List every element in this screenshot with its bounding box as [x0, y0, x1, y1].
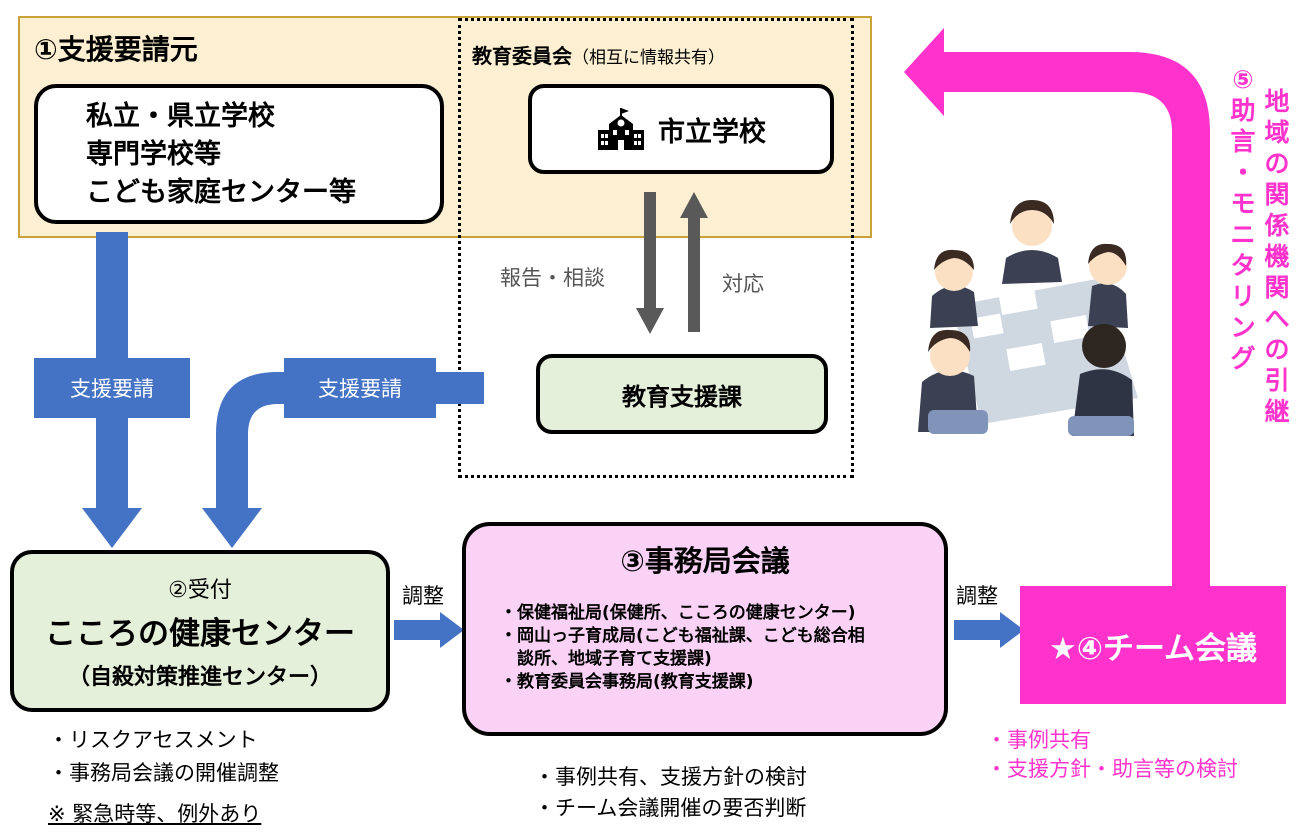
secretariat-member-1: ・保健福祉局(保健所、こころの健康センター) [500, 603, 856, 623]
board-title-text: 教育委員会 [472, 44, 572, 68]
handover-char: 機 [1264, 242, 1290, 271]
request-label-right: 支援要請 [284, 358, 436, 418]
exception-note: ※ 緊急時等、例外あり [48, 802, 262, 826]
secretariat-member-2-cont: 談所、地域子育て支援課) [517, 649, 712, 669]
reception-note-1: ・リスクアセスメント [48, 728, 258, 752]
handover-text-right: 地 域 の 関 係 機 関 へ の 引 継 [1262, 86, 1292, 427]
report-response-arrows [636, 192, 708, 334]
handover-char: の [1264, 149, 1290, 178]
board-of-education-title: 教育委員会（相互に情報共有） [472, 40, 725, 69]
handover-char: グ [1230, 344, 1256, 373]
handover-char: ニ [1230, 220, 1256, 249]
requester-box: 私立・県立学校 専門学校等 こども家庭センター等 [34, 84, 444, 224]
requester-line-2: 専門学校等 [86, 139, 221, 170]
team-note-1: ・事例共有 [986, 728, 1091, 752]
request-arrow-left-head [82, 508, 142, 548]
team-meeting-box: ★④チーム会議 [1020, 586, 1286, 704]
handover-char: 関 [1264, 180, 1290, 209]
reception-box: ②受付 こころの健康センター （自殺対策推進センター） [10, 550, 390, 712]
request-arrows [82, 232, 484, 548]
board-note: （相互に情報共有） [572, 48, 725, 68]
handover-char: の [1264, 335, 1290, 364]
handover-char: リ [1230, 282, 1256, 311]
secretariat-note-1: ・事例共有、支援方針の検討 [534, 765, 807, 789]
response-label: 対応 [722, 272, 764, 296]
coordinate-arrow-right [954, 612, 1024, 648]
requester-line-1: 私立・県立学校 [86, 101, 275, 132]
city-school-label: 市立学校 [658, 116, 766, 148]
handover-char: 助 [1230, 96, 1256, 125]
handover-char: 関 [1264, 273, 1290, 302]
handover-char: ・ [1230, 158, 1256, 187]
reception-center-alias: （自殺対策推進センター） [67, 665, 332, 690]
report-label: 報告・相談 [500, 266, 605, 290]
secretariat-note-2: ・チーム会議開催の要否判断 [534, 796, 807, 820]
school-icon [598, 108, 644, 150]
report-arrow [636, 192, 664, 334]
request-label-left: 支援要請 [34, 358, 190, 418]
secretariat-meeting-box: ③事務局会議 ・保健福祉局(保健所、こころの健康センター) ・岡山っ子育成局(こ… [462, 522, 948, 736]
handover-char: 係 [1264, 211, 1290, 240]
reception-step: ②受付 [168, 578, 232, 603]
coordinate-label-left: 調整 [402, 584, 444, 608]
handover-char: 言 [1230, 127, 1256, 156]
handover-arrow [904, 28, 1210, 586]
handover-char: 地 [1264, 87, 1290, 116]
secretariat-title: ③事務局会議 [620, 544, 790, 578]
handover-char: へ [1264, 304, 1290, 333]
reception-note-2: ・事務局会議の開催調整 [48, 761, 279, 785]
reception-center-name: こころの健康センター [45, 616, 355, 652]
secretariat-members: ・保健福祉局(保健所、こころの健康センター) ・岡山っ子育成局(こども福祉課、こ… [500, 602, 865, 694]
handover-char: タ [1230, 251, 1256, 280]
requester-line-3: こども家庭センター等 [86, 177, 356, 208]
handover-text-left: ⑤ 助 言 ・ モ ニ タ リ ン グ [1228, 64, 1258, 374]
secretariat-member-2: ・岡山っ子育成局(こども福祉課、こども総合相 [500, 626, 865, 646]
handover-char: モ [1230, 189, 1256, 218]
coordinate-label-right: 調整 [956, 584, 998, 608]
response-arrow [680, 192, 708, 332]
handover-char: 引 [1264, 366, 1290, 395]
city-school-box: 市立学校 [528, 84, 834, 174]
meeting-illustration [918, 200, 1138, 436]
team-note-2: ・支援方針・助言等の検討 [986, 757, 1238, 781]
board-of-education-region [458, 18, 854, 478]
handover-char: ン [1230, 313, 1256, 342]
team-notes: ・事例共有 ・支援方針・助言等の検討 [986, 726, 1238, 784]
handover-char: ⑤ [1232, 65, 1254, 94]
coordinate-arrow-left [394, 612, 464, 648]
handover-char: 継 [1264, 397, 1290, 426]
secretariat-notes: ・事例共有、支援方針の検討 ・チーム会議開催の要否判断 [534, 762, 807, 824]
reception-notes: ・リスクアセスメント ・事務局会議の開催調整 [48, 724, 279, 790]
requester-title: ①支援要請元 [34, 33, 198, 66]
request-arrow-right-head [202, 508, 262, 548]
handover-char: 域 [1264, 118, 1290, 147]
support-section-box: 教育支援課 [536, 354, 828, 434]
secretariat-member-3: ・教育委員会事務局(教育支援課) [500, 672, 754, 692]
